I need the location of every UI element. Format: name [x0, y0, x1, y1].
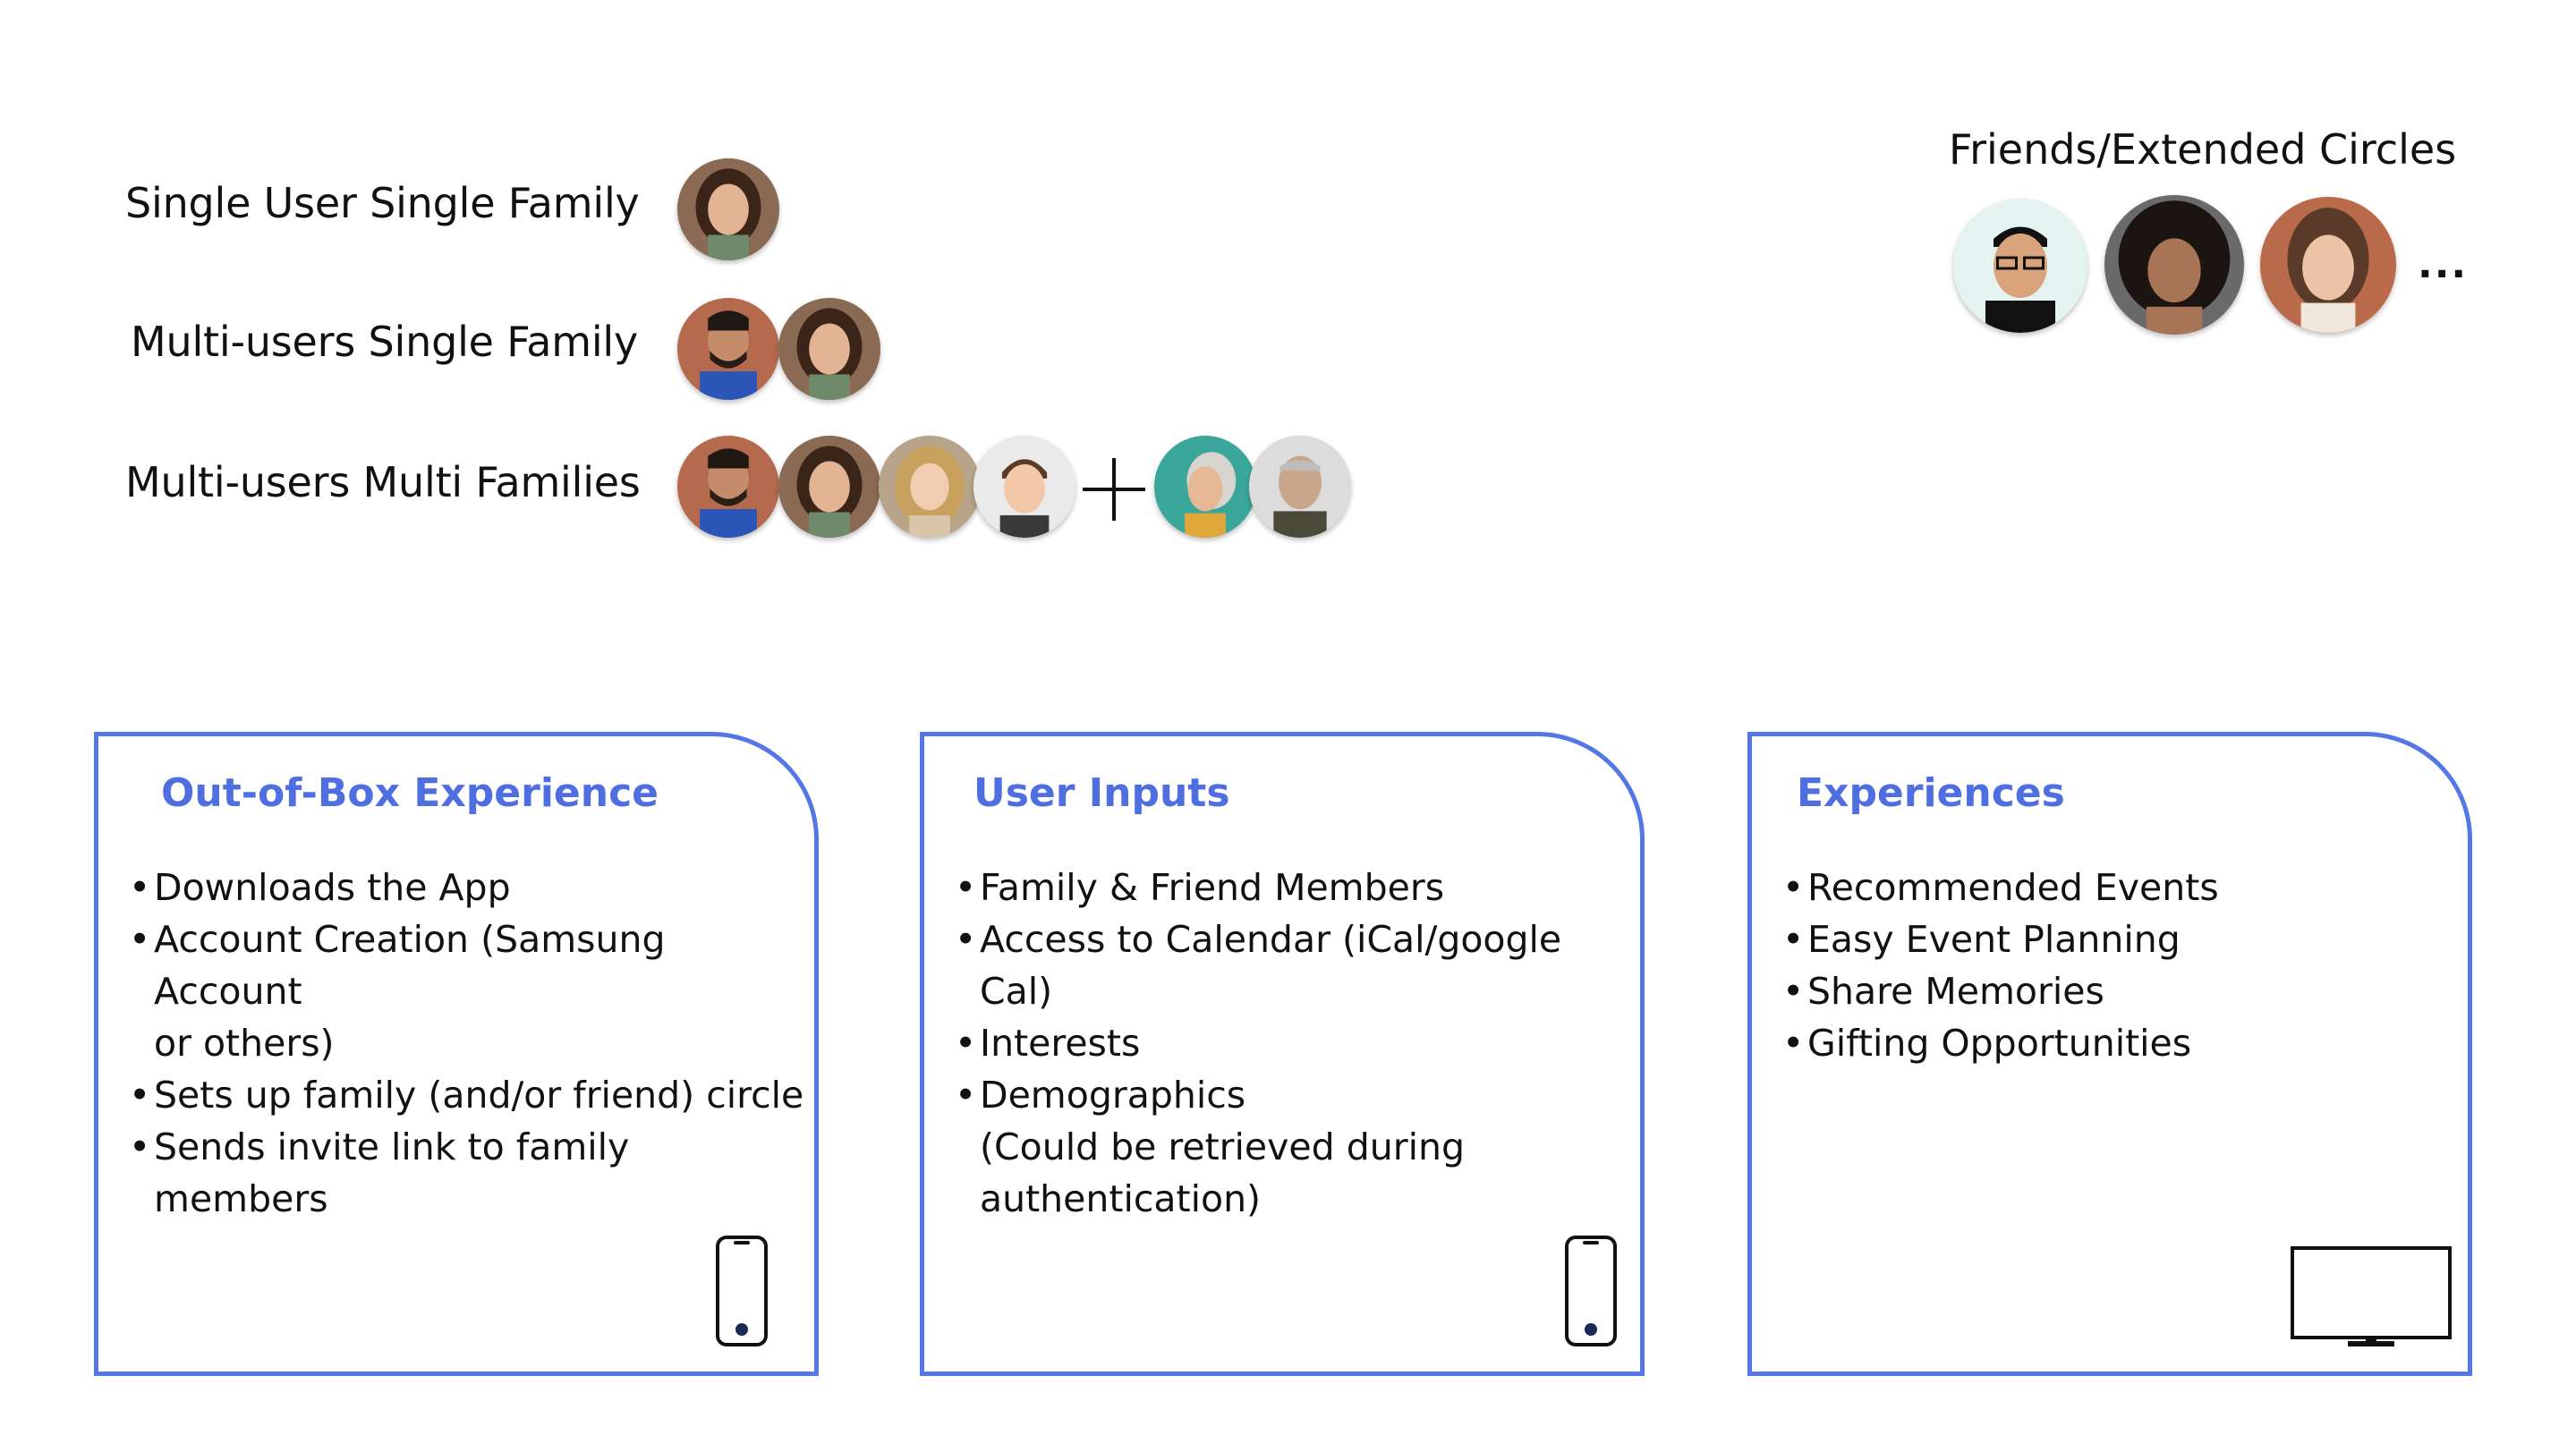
card-list: Downloads the App Account Creation (Sams…	[127, 862, 807, 1225]
avatar-older-man	[1249, 436, 1351, 538]
row-label-multi-users-single-family: Multi-users Single Family	[131, 318, 639, 366]
card-title: Out-of-Box Experience	[161, 770, 659, 816]
list-item: authentication)	[980, 1177, 1262, 1220]
avatar-man-beard	[677, 298, 779, 400]
avatar-boy	[973, 436, 1075, 538]
list-item: Downloads the App	[127, 862, 807, 913]
list-item: or others)	[154, 1022, 335, 1065]
friends-title: Friends/Extended Circles	[1949, 125, 2457, 174]
list-item: Account Creation (Samsung Account	[127, 913, 807, 1017]
avatar-girl-blonde	[879, 436, 981, 538]
more-ellipsis: ...	[2418, 242, 2469, 287]
avatar-woman-curly-hair	[778, 298, 880, 400]
list-item: Gifting Opportunities	[1781, 1017, 2461, 1069]
list-item: Sets up family (and/or friend) circle	[127, 1069, 807, 1121]
list-item: Family & Friend Members	[953, 862, 1633, 913]
card-list: Family & Friend Members Access to Calend…	[953, 862, 1633, 1225]
avatar-man-beard	[677, 436, 779, 538]
list-item: Access to Calendar (iCal/google Cal)	[953, 913, 1633, 1017]
list-item: (Could be retrieved during	[980, 1125, 1465, 1168]
list-item: Demographics	[953, 1069, 1633, 1121]
phone-icon	[716, 1236, 768, 1346]
tv-icon	[2291, 1246, 2452, 1354]
list-item: Share Memories	[1781, 965, 2461, 1017]
card-title: User Inputs	[973, 770, 1230, 816]
card-experiences: Experiences Recommended Events Easy Even…	[1747, 732, 2472, 1376]
plus-icon	[1083, 458, 1145, 521]
card-user-inputs: User Inputs Family & Friend Members Acce…	[920, 732, 1645, 1376]
avatar-woman-curly-hair	[778, 436, 880, 538]
avatar-woman-curly-hair	[677, 158, 779, 260]
avatar-man-glasses	[1953, 199, 2087, 333]
list-item: Recommended Events	[1781, 862, 2461, 913]
card-list: Recommended Events Easy Event Planning S…	[1781, 862, 2461, 1069]
card-title: Experiences	[1797, 770, 2065, 816]
list-item: Interests	[953, 1017, 1633, 1069]
avatar-older-woman	[1154, 436, 1256, 538]
row-label-multi-users-multi-families: Multi-users Multi Families	[125, 458, 641, 506]
avatar-woman-smiling	[2260, 197, 2396, 333]
list-item: Sends invite link to family members	[127, 1121, 807, 1225]
card-out-of-box-experience: Out-of-Box Experience Downloads the App …	[94, 732, 819, 1376]
row-label-single-user-single-family: Single User Single Family	[125, 179, 640, 227]
avatar-woman-afro	[2104, 195, 2244, 335]
list-item: Easy Event Planning	[1781, 913, 2461, 965]
phone-icon	[1565, 1236, 1617, 1346]
